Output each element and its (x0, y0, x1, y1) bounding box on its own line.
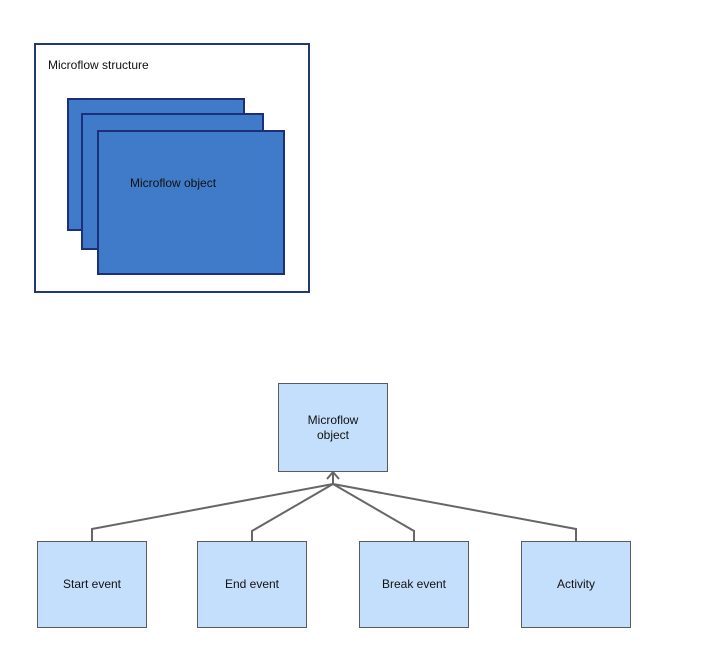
connector-start-event (91, 483, 334, 541)
break-event-box: Break event (359, 541, 469, 628)
activity-box: Activity (521, 541, 631, 628)
connector-break-event (332, 483, 415, 541)
microflow-structure-frame: Microflow structure Microflow object (34, 43, 310, 293)
end-event-box: End event (197, 541, 307, 628)
connector-activity (332, 483, 577, 541)
stacked-object-card-front: Microflow object (97, 130, 285, 275)
microflow-object-root-box: Microflow object (278, 383, 388, 472)
microflow-object-card-label: Microflow object (130, 176, 217, 190)
start-event-box: Start event (37, 541, 147, 628)
microflow-structure-label: Microflow structure (48, 58, 149, 72)
connector-end-event (251, 483, 334, 541)
arrowhead-icon (326, 470, 340, 480)
